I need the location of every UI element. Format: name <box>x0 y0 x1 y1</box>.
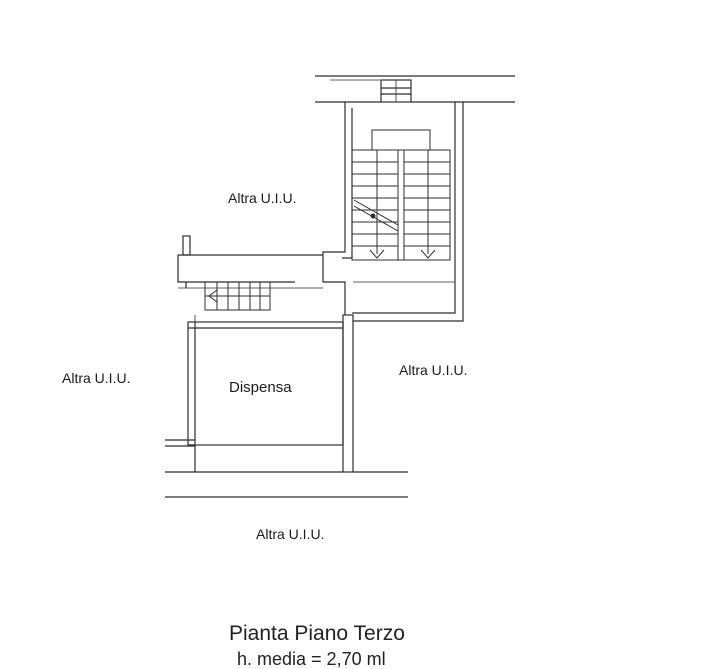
label-other-unit-bottom: Altra U.I.U. <box>256 526 325 542</box>
label-other-unit-right: Altra U.I.U. <box>399 362 468 378</box>
lower-walls <box>165 439 408 498</box>
top-window <box>380 79 412 103</box>
stairwell-walls <box>315 101 515 322</box>
landing-block <box>177 235 323 289</box>
floor-plan-lines <box>165 75 515 498</box>
plan-title: Pianta Piano Terzo <box>229 622 405 645</box>
label-room-dispensa: Dispensa <box>229 379 292 396</box>
small-staircase <box>204 281 271 311</box>
staircase <box>351 129 451 261</box>
plan-subtitle: h. media = 2,70 ml <box>237 649 386 669</box>
room-dispensa <box>187 314 354 473</box>
label-other-unit-left: Altra U.I.U. <box>62 370 131 386</box>
label-other-unit-top: Altra U.I.U. <box>228 190 297 206</box>
